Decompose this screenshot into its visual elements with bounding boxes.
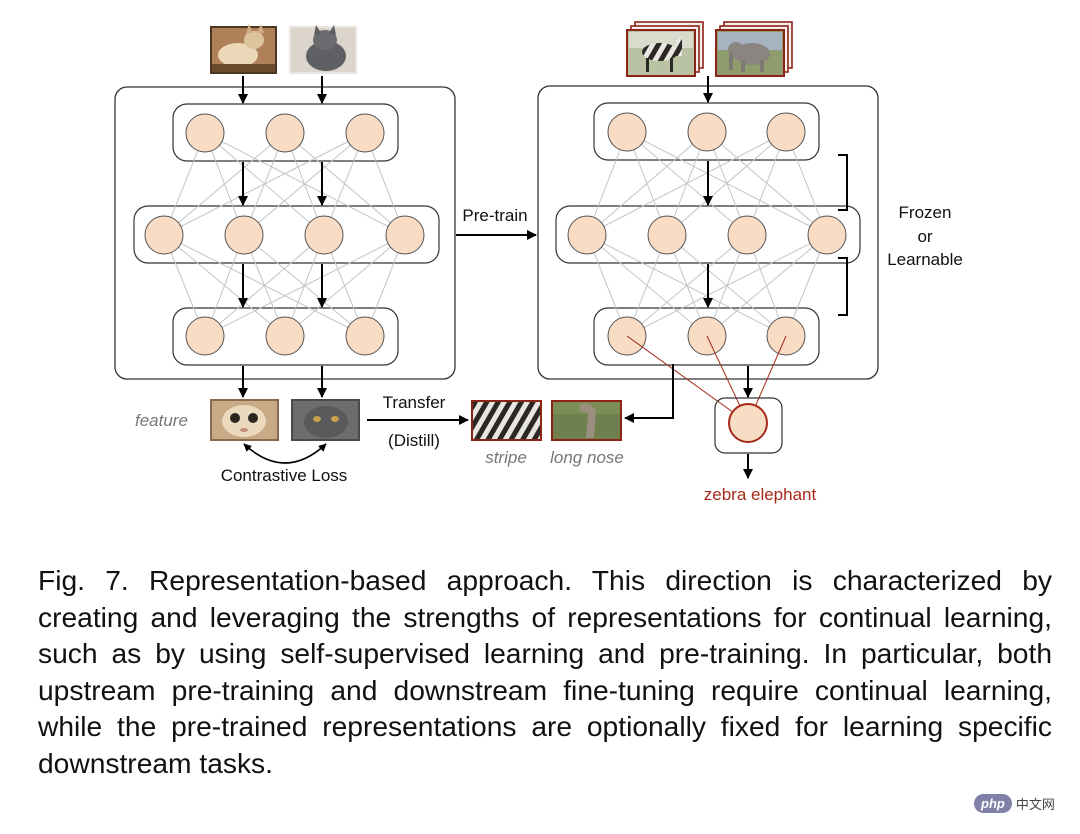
left-layer-bottom [172, 307, 399, 366]
frozen-label: Frozen [899, 203, 952, 222]
output-node [728, 403, 768, 443]
right-network-nodes [567, 112, 847, 356]
output-box [714, 397, 783, 454]
contrastive-loss-arrow [243, 443, 327, 464]
left-edge [284, 234, 406, 337]
left-node-l2-n3 [304, 215, 344, 255]
left-node-l1-n3 [345, 113, 385, 153]
output-label: zebra elephant [704, 485, 817, 504]
right-node-l1-n2 [687, 112, 727, 152]
left-network-nodes [144, 113, 425, 356]
transfer-label: Transfer [383, 393, 446, 412]
left-edge [243, 132, 366, 236]
right-node-l2-n1 [567, 215, 607, 255]
left-node-l2-n4 [385, 215, 425, 255]
or-label: or [917, 227, 932, 246]
left-network-edges [163, 132, 406, 337]
stripe-label: stripe [485, 448, 527, 467]
right-layer-middle [555, 205, 861, 264]
left-layer-top [172, 103, 399, 162]
left-edge [204, 234, 406, 337]
site-watermark: php 中文网 [974, 790, 1066, 816]
left-node-l1-n1 [185, 113, 225, 153]
left-node-l1-n2 [265, 113, 305, 153]
left-layer-middle [133, 205, 440, 264]
learnable-label: Learnable [887, 250, 963, 269]
elephant-image-stack [715, 21, 793, 77]
left-node-l2-n1 [144, 215, 184, 255]
left-edge [204, 234, 325, 337]
watermark-logo: php [974, 793, 1012, 813]
left-edge [163, 132, 366, 236]
right-node-l2-n3 [727, 215, 767, 255]
long-nose-image [551, 400, 622, 441]
left-node-l2-n2 [224, 215, 264, 255]
output-connection-line [626, 335, 749, 424]
feature-label: feature [135, 411, 188, 430]
figure-caption: Fig. 7. Representation-based approach. T… [38, 564, 1052, 779]
long-nose-label: long nose [550, 448, 624, 467]
frozen-bracket-upper [838, 154, 848, 211]
contrastive-loss-label: Contrastive Loss [221, 466, 348, 485]
right-edge [666, 131, 787, 236]
right-edge [706, 234, 828, 337]
right-node-l1-n1 [607, 112, 647, 152]
watermark-site: 中文网 [1015, 796, 1055, 812]
right-node-l2-n4 [807, 215, 847, 255]
right-edge [626, 234, 828, 337]
cat-image-2 [289, 25, 357, 74]
left-edge [163, 132, 286, 236]
distill-label: (Distill) [388, 431, 440, 450]
frozen-bracket-lower [838, 257, 848, 316]
right-edge [626, 234, 748, 337]
feature-extraction-arrow [624, 364, 674, 423]
right-layer-bottom [593, 307, 820, 366]
pretrain-label: Pre-train [462, 206, 527, 225]
right-node-l1-n3 [766, 112, 806, 152]
right-node-l2-n2 [647, 215, 687, 255]
feature-image-2 [291, 399, 360, 441]
stripe-image [471, 400, 542, 441]
right-layer-top [593, 102, 820, 161]
zebra-image-stack [626, 21, 704, 77]
left-node-l3-n1 [185, 316, 225, 356]
left-network-box [114, 86, 456, 380]
feature-image-1 [210, 399, 279, 441]
right-edge [586, 131, 708, 236]
right-edge [586, 131, 787, 236]
left-node-l3-n2 [265, 316, 305, 356]
left-node-l3-n3 [345, 316, 385, 356]
cat-image-1 [210, 24, 277, 74]
